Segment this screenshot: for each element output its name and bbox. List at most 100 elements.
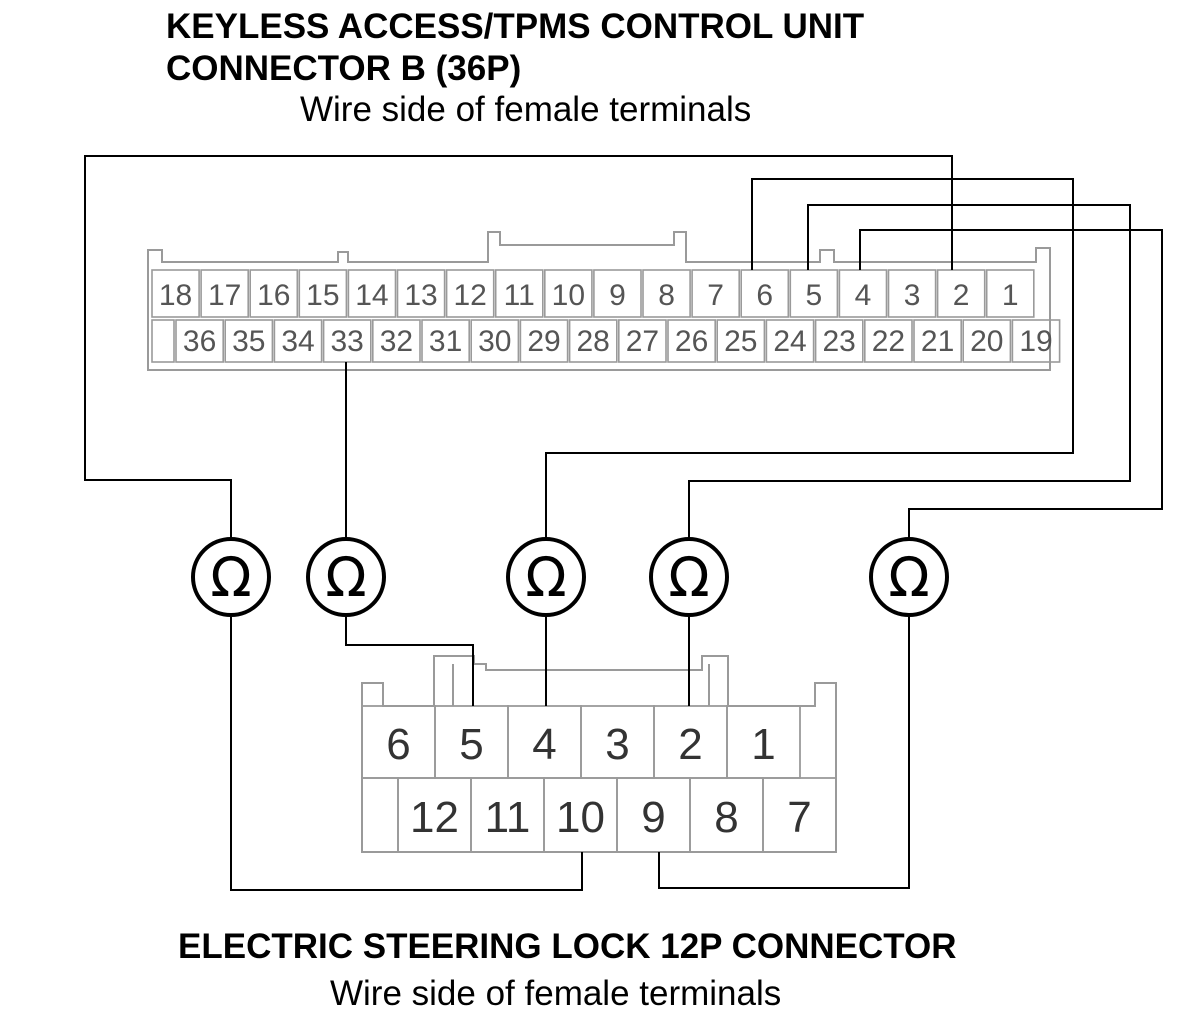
terminal-label-36p-29: 29	[527, 325, 560, 358]
terminal-12p-blank	[361, 777, 399, 853]
terminal-36p-28	[568, 319, 618, 363]
terminal-label-36p-3: 3	[904, 279, 921, 312]
wire-meter2-bottom	[345, 617, 474, 706]
connector-36p	[147, 231, 1051, 371]
terminal-label-36p-24: 24	[773, 325, 806, 358]
terminal-36p-32	[371, 319, 421, 363]
terminal-label-12p-11: 11	[485, 793, 531, 842]
terminal-label-12p-4: 4	[532, 720, 556, 769]
terminal-label-36p-4: 4	[855, 279, 872, 312]
terminal-label-12p-3: 3	[605, 720, 629, 769]
terminal-36p-35	[224, 319, 274, 363]
terminal-36p-19	[1011, 319, 1061, 363]
terminal-label-36p-7: 7	[707, 279, 724, 312]
terminal-label-36p-30: 30	[478, 325, 511, 358]
terminal-36p-16	[249, 269, 299, 318]
ohmmeter-circle	[306, 537, 386, 617]
terminal-label-12p-8: 8	[714, 793, 738, 842]
terminal-label-36p-8: 8	[658, 279, 675, 312]
ohmmeter-circle	[191, 537, 271, 617]
terminal-36p-34	[273, 319, 323, 363]
wire-meter5-bottom	[658, 617, 910, 889]
terminal-label-36p-1: 1	[1002, 279, 1019, 312]
bottom-connector-subtitle: Wire side of female terminals	[330, 974, 782, 1013]
terminal-36p-9	[593, 269, 642, 318]
wire-meter3-top	[545, 178, 1074, 538]
terminal-label-36p-18: 18	[159, 279, 192, 312]
terminal-label-36p-6: 6	[756, 279, 773, 312]
wires	[84, 155, 1163, 891]
terminal-36p-30	[470, 319, 520, 363]
terminal-36p-12	[445, 269, 495, 318]
terminal-label-36p-27: 27	[626, 325, 659, 358]
top-connector-subtitle: Wire side of female terminals	[300, 90, 752, 129]
ohm-symbol: Ω	[888, 546, 929, 609]
ohmmeter-circle	[506, 537, 586, 617]
ohmmeter-circle	[649, 537, 729, 617]
ohmmeter-circle	[869, 537, 949, 617]
terminal-36p-10	[543, 269, 593, 318]
terminal-36p-36	[175, 319, 225, 363]
terminal-36p-31	[421, 319, 471, 363]
terminal-36p-7	[691, 269, 740, 318]
terminal-36p-23	[814, 319, 864, 363]
terminal-label-36p-33: 33	[331, 325, 364, 358]
terminal-label-36p-11: 11	[504, 279, 535, 312]
terminal-label-12p-2: 2	[678, 720, 702, 769]
ohmmeter-2: Ω	[306, 537, 386, 617]
terminal-label-36p-22: 22	[872, 325, 905, 358]
terminal-label-36p-32: 32	[380, 325, 413, 358]
terminal-label-36p-35: 35	[232, 325, 265, 358]
terminal-label-36p-23: 23	[823, 325, 856, 358]
terminal-12p-7	[762, 777, 837, 853]
wire-meter1-bottom	[230, 617, 583, 891]
terminal-36p-25	[716, 319, 766, 363]
terminal-label-36p-36: 36	[183, 325, 216, 358]
ohmmeter-1: Ω	[191, 537, 271, 617]
ohm-symbol: Ω	[325, 546, 366, 609]
terminal-36p-2	[936, 269, 986, 318]
ohm-symbol: Ω	[525, 546, 566, 609]
terminal-label-36p-16: 16	[257, 279, 290, 312]
terminal-36p-22	[863, 319, 913, 363]
terminal-36p-8	[642, 269, 691, 318]
ohmmeter-3: Ω	[506, 537, 586, 617]
terminal-label-12p-5: 5	[459, 720, 483, 769]
terminal-36p-blank	[151, 319, 175, 363]
terminal-36p-3	[887, 269, 937, 318]
terminal-label-12p-7: 7	[787, 793, 811, 842]
terminal-label-12p-9: 9	[641, 793, 665, 842]
terminal-label-36p-34: 34	[281, 325, 314, 358]
top-connector-title-line1: KEYLESS ACCESS/TPMS CONTROL UNIT	[166, 7, 865, 46]
terminal-label-36p-14: 14	[355, 279, 388, 312]
terminal-label-36p-25: 25	[724, 325, 757, 358]
terminal-36p-4	[838, 269, 888, 318]
terminal-label-36p-20: 20	[970, 325, 1003, 358]
terminal-label-36p-17: 17	[208, 279, 241, 312]
terminal-36p-1	[985, 269, 1035, 318]
terminal-label-12p-6: 6	[386, 720, 410, 769]
terminal-label-12p-12: 12	[410, 793, 459, 842]
terminal-36p-27	[617, 319, 667, 363]
terminal-label-36p-10: 10	[552, 279, 585, 312]
terminal-36p-14	[347, 269, 397, 318]
terminal-36p-15	[298, 269, 348, 318]
ohm-symbol: Ω	[668, 546, 709, 609]
top-connector-title-line2: CONNECTOR B (36P)	[166, 49, 522, 88]
terminal-36p-24	[765, 319, 815, 363]
terminal-label-36p-2: 2	[953, 279, 970, 312]
terminal-36p-5	[789, 269, 839, 318]
wire-meter1-top	[84, 155, 953, 538]
terminal-label-36p-21: 21	[921, 325, 954, 358]
terminal-36p-20	[962, 319, 1012, 363]
terminal-label-36p-13: 13	[404, 279, 437, 312]
terminal-label-12p-1: 1	[751, 720, 775, 769]
terminal-36p-33	[322, 319, 372, 363]
terminal-label-36p-5: 5	[806, 279, 823, 312]
terminal-label-36p-26: 26	[675, 325, 708, 358]
terminal-36p-6	[740, 269, 790, 318]
terminal-label-36p-31: 31	[429, 325, 462, 358]
